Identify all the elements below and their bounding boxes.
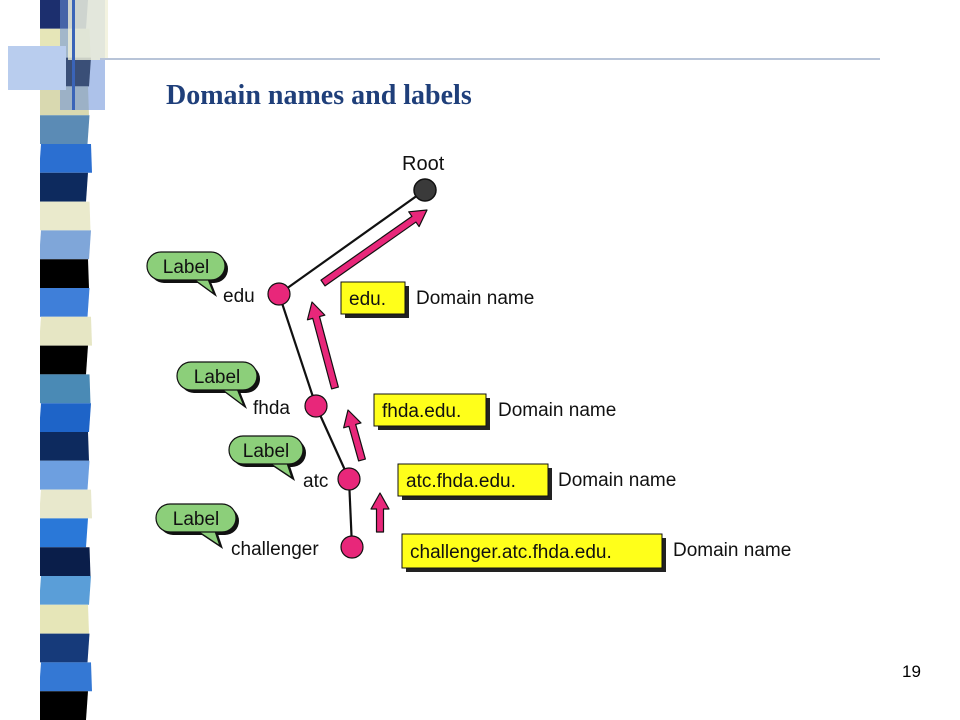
border-stripe — [39, 144, 92, 173]
border-stripe — [36, 345, 88, 375]
border-stripe — [37, 374, 91, 404]
slide-title: Domain names and labels — [166, 80, 472, 111]
node-label: atc — [303, 471, 328, 492]
border-stripe — [37, 460, 90, 490]
tree-edge — [278, 189, 426, 295]
domain-name-box — [340, 281, 406, 315]
node-label: challenger — [231, 539, 319, 560]
up-arrow — [306, 301, 339, 390]
root-node — [413, 178, 437, 202]
border-stripe — [36, 691, 88, 720]
domain-name-box — [373, 393, 487, 427]
bubble-text: Label — [194, 367, 241, 388]
border-stripe — [36, 259, 89, 288]
domain-name-caption: Domain name — [498, 400, 616, 421]
border-stripe — [39, 576, 91, 605]
node-label: edu — [223, 286, 255, 307]
domain-name-boxes: edu. Domain name fhda.edu. Domain name atc.f… — [340, 281, 791, 572]
border-stripe — [37, 288, 90, 317]
up-arrow — [370, 492, 390, 533]
domain-name-text: fhda.edu. — [382, 401, 461, 422]
border-stripe — [39, 489, 92, 519]
domain-name-caption: Domain name — [673, 540, 791, 561]
corner-block — [8, 46, 66, 90]
border-stripe — [36, 604, 89, 634]
border-stripe — [39, 316, 92, 346]
node-label: fhda — [253, 398, 290, 419]
up-arrow — [320, 209, 428, 287]
border-stripe — [39, 662, 92, 692]
tree-nodes: edu fhda atc challenger — [223, 178, 437, 560]
border-stripe — [37, 547, 91, 576]
domain-name-box — [401, 533, 663, 569]
tree-node — [340, 535, 364, 559]
border-stripe — [36, 172, 88, 202]
border-white-band — [0, 0, 40, 720]
border-stripes — [0, 0, 108, 720]
page-number: 19 — [902, 662, 921, 681]
tree-node — [337, 467, 361, 491]
domain-name-text: challenger.atc.fhda.edu. — [410, 542, 612, 563]
tree-node — [304, 394, 328, 418]
border-stripe — [36, 518, 88, 548]
border-stripe — [37, 633, 90, 663]
tree-edge — [314, 405, 351, 480]
domain-name-text: atc.fhda.edu. — [406, 471, 516, 492]
corner-rule — [72, 0, 75, 110]
border-stripe — [39, 403, 91, 432]
label-bubble — [146, 251, 226, 281]
border-stripe — [36, 432, 89, 461]
top-rule — [100, 58, 880, 60]
border-stripe — [37, 201, 91, 231]
border-stripe — [39, 230, 91, 260]
label-bubble — [155, 503, 237, 533]
domain-name-caption: Domain name — [416, 288, 534, 309]
up-arrow — [343, 409, 366, 462]
label-bubble — [228, 435, 304, 465]
bubble-text: Label — [243, 441, 290, 462]
domain-name-box — [397, 463, 549, 497]
bubble-text: Label — [173, 509, 220, 530]
root-label: Root — [402, 153, 445, 175]
tree-node — [267, 282, 291, 306]
domain-name-caption: Domain name — [558, 470, 676, 491]
bubble-text: Label — [163, 257, 210, 278]
border-stripe — [37, 115, 90, 144]
domain-name-text: edu. — [349, 289, 386, 310]
label-bubble — [176, 361, 258, 391]
tree-edge — [277, 293, 318, 407]
upward-arrows — [306, 209, 428, 533]
